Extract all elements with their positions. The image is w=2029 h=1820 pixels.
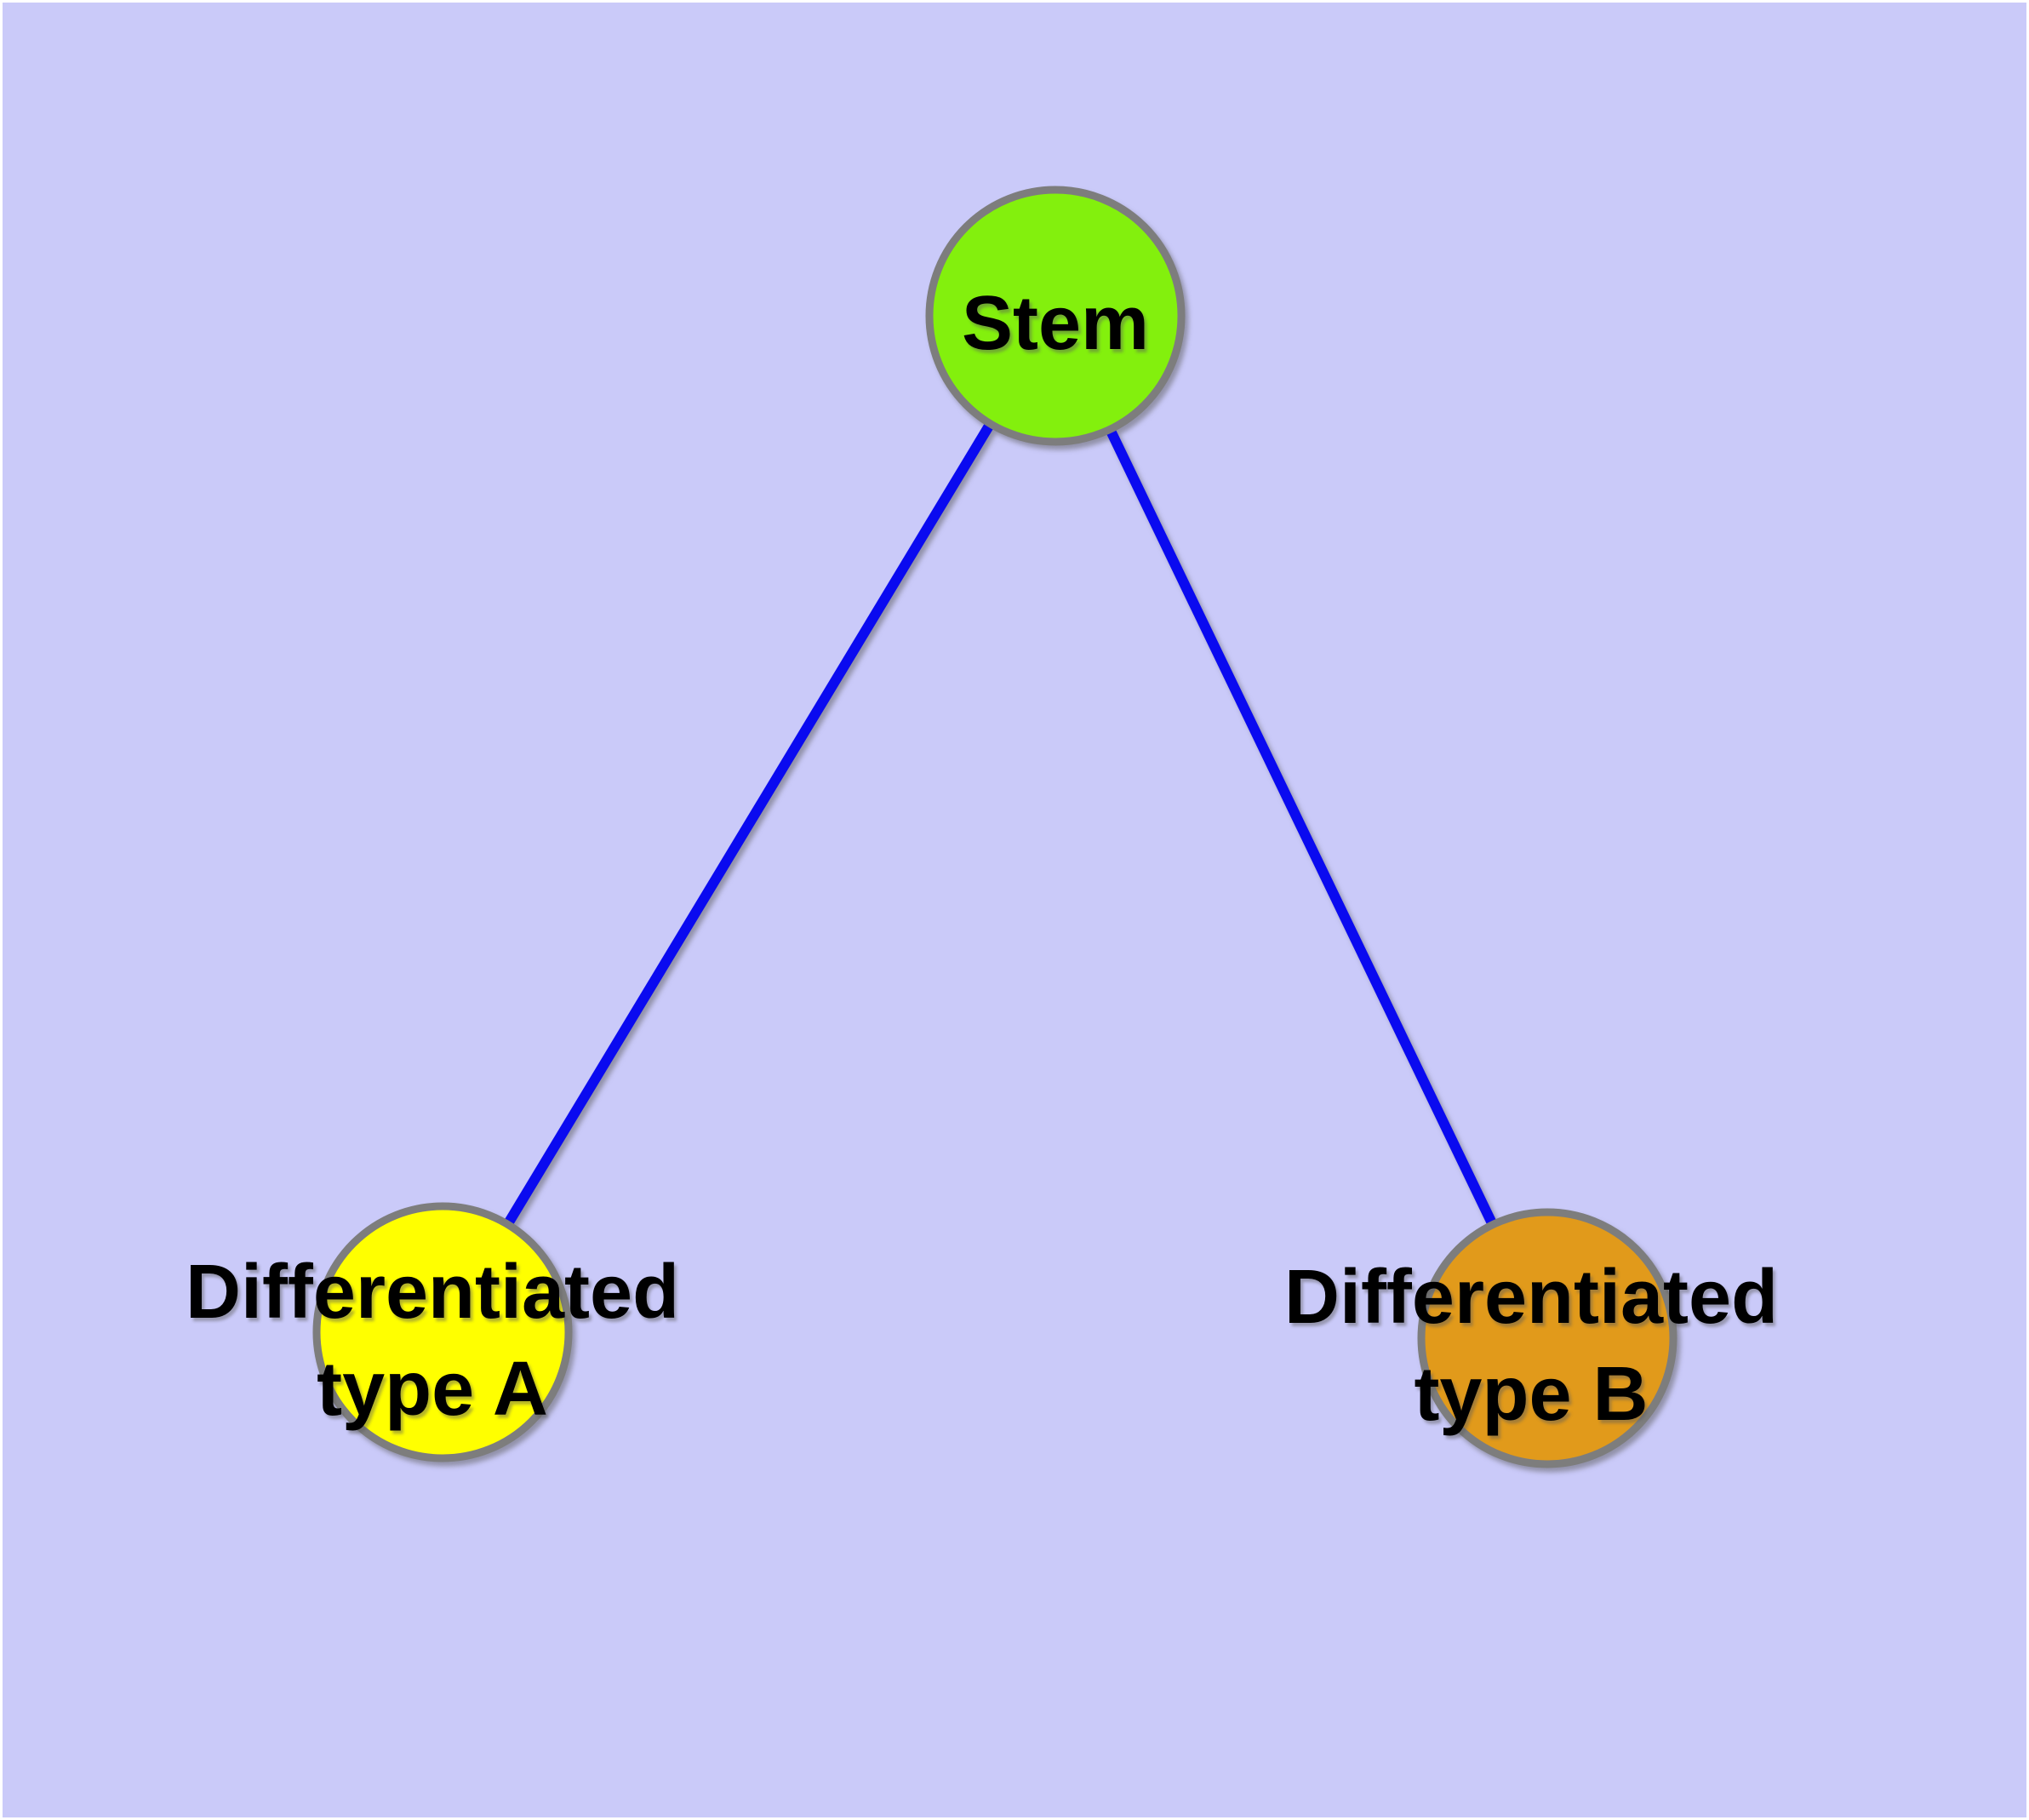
edge-stem-to-typeB [1050,313,1552,1341]
node-differentiated-type-a-circle [312,1202,573,1462]
node-differentiated-type-b-circle [1417,1208,1677,1468]
edge-stem-to-typeA [437,312,1060,1336]
node-stem-circle [925,186,1186,446]
